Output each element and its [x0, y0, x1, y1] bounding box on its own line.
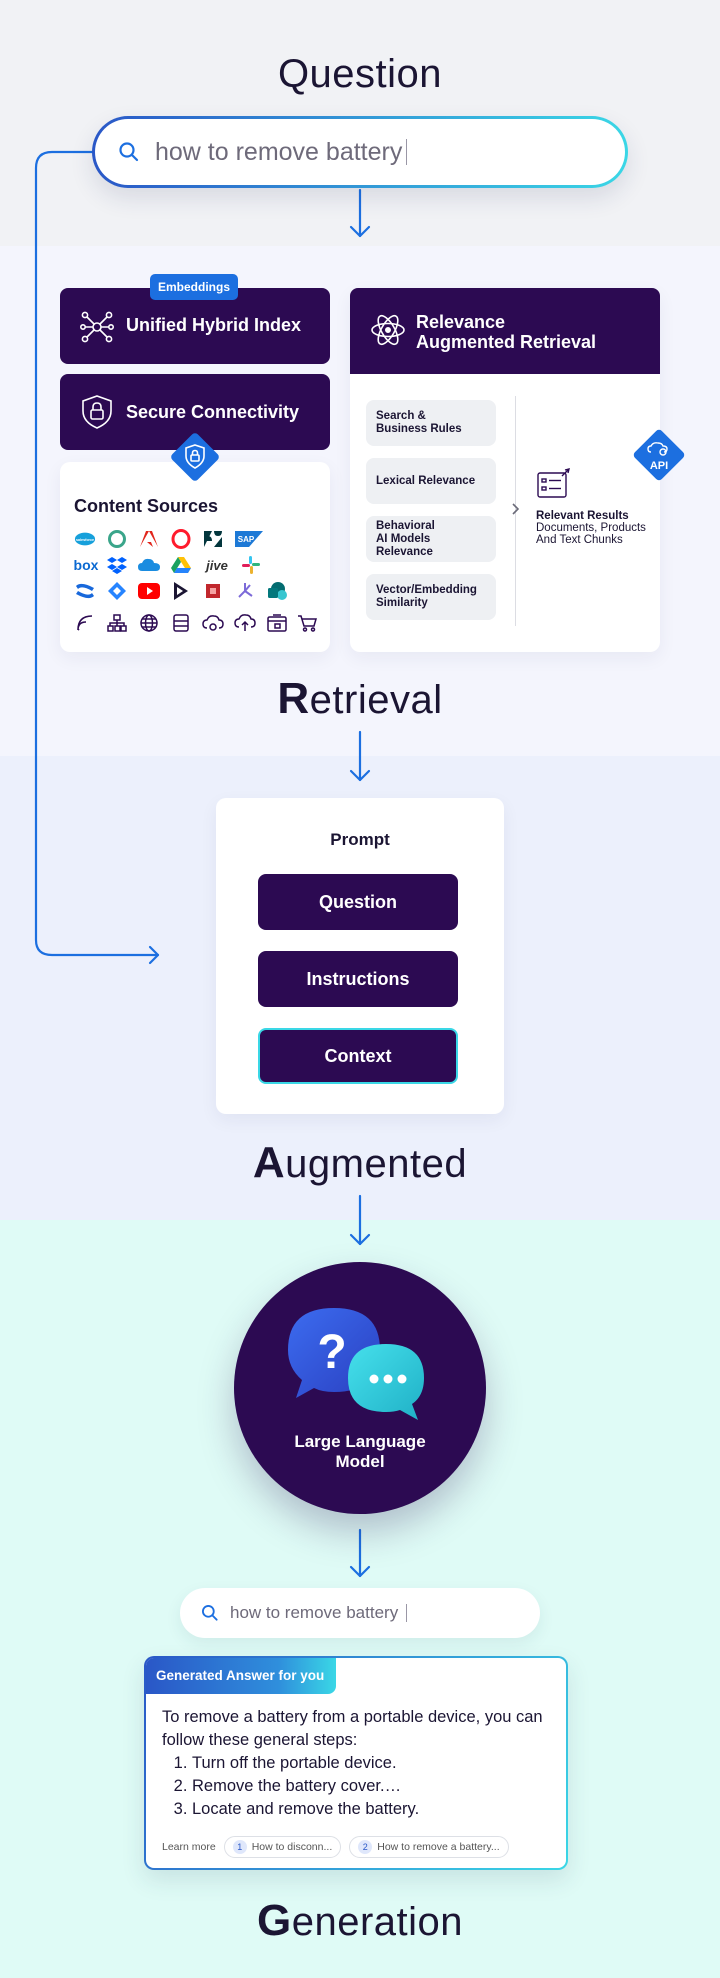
- embeddings-badge: Embeddings: [150, 274, 238, 300]
- secure-connectivity-title: Secure Connectivity: [126, 402, 300, 422]
- cloud-upload-icon: [234, 612, 256, 634]
- prompt-question: Question: [258, 874, 458, 930]
- shield-lock-icon: [82, 395, 112, 429]
- sap-icon: SAP: [234, 528, 264, 550]
- question-heading: Question: [277, 52, 443, 96]
- text-cursor: [406, 1604, 408, 1622]
- rule-lexical: Lexical Relevance: [366, 458, 496, 504]
- prompt-title: Prompt: [330, 830, 390, 849]
- jive-icon: jive: [206, 557, 228, 573]
- llm-label: Large Language Model: [294, 1432, 426, 1471]
- sitemap-icon: [106, 612, 128, 634]
- sharepoint-icon: [266, 580, 288, 602]
- rule-search-business: Search &Business Rules: [366, 400, 496, 446]
- search-icon: [202, 1605, 218, 1621]
- web-icon: [138, 612, 160, 634]
- answer-text: To remove a battery from a portable devi…: [162, 1706, 554, 1821]
- augmented-heading: Augmented: [252, 1138, 468, 1187]
- learn-more-label: Learn more: [162, 1841, 216, 1853]
- search-query-text: how to remove battery: [155, 137, 403, 166]
- zendesk-icon: [202, 528, 224, 550]
- circle-logo-icon: [106, 528, 128, 550]
- atom-icon: [371, 314, 405, 346]
- google-drive-icon: [170, 554, 192, 576]
- box-icon: box: [73, 557, 99, 573]
- content-sources-card: Content Sources salesforce SAP box jive: [60, 462, 330, 652]
- api-diamond-badge: API: [626, 422, 692, 488]
- llm-circle: ? Large Language Model: [234, 1262, 486, 1514]
- chat-bubbles-icon: ?: [288, 1308, 424, 1420]
- svg-text:SAP: SAP: [238, 535, 255, 544]
- retrieval-heading: Retrieval: [277, 674, 443, 723]
- lock-diamond-badge: [166, 428, 224, 486]
- results-document-icon: [537, 468, 570, 498]
- prompt-card: Prompt Question Instructions Context: [216, 798, 504, 1114]
- slack-icon: [240, 554, 262, 576]
- svg-text:salesforce: salesforce: [76, 538, 94, 542]
- cloud-sync-icon: [202, 612, 224, 634]
- svg-text:?: ?: [317, 1326, 346, 1379]
- generation-heading: Generation: [256, 1896, 464, 1945]
- search-icon: [119, 142, 139, 162]
- prompt-context: Context: [258, 1028, 458, 1084]
- search-query-text: how to remove battery: [230, 1603, 399, 1622]
- chevron-right-icon: [512, 503, 520, 515]
- khoros-icon: [202, 580, 224, 602]
- onedrive-icon: [138, 554, 160, 576]
- dynamics-icon: [170, 580, 192, 602]
- youtube-icon: [138, 580, 160, 602]
- jira-icon: [106, 580, 128, 602]
- sitecore-icon: [234, 580, 256, 602]
- confluence-icon: [74, 580, 96, 602]
- answer-step: Turn off the portable device.: [192, 1752, 554, 1775]
- relevance-title: Relevance Augmented Retrieval: [416, 312, 597, 352]
- relevance-header: Relevance Augmented Retrieval: [350, 288, 660, 374]
- database-icon: [170, 612, 192, 634]
- salesforce-icon: salesforce: [74, 528, 96, 550]
- prompt-instructions: Instructions: [258, 951, 458, 1007]
- hybrid-index-title: Unified Hybrid Index: [126, 315, 302, 335]
- content-sources-title: Content Sources: [74, 496, 219, 516]
- network-nodes-icon: [80, 311, 114, 343]
- generated-answer-card: Generated Answer for you To remove a bat…: [144, 1656, 568, 1870]
- relevance-retrieval-card: Relevance Augmented Retrieval Search &Bu…: [350, 288, 660, 652]
- opera-icon: [170, 528, 192, 550]
- unified-hybrid-index-card: Unified Hybrid Index: [60, 288, 330, 364]
- api-label: API: [649, 460, 669, 472]
- adobe-icon: [138, 528, 160, 550]
- answer-step: Locate and remove the battery.: [192, 1798, 554, 1821]
- rss-icon: [74, 612, 96, 634]
- answer-search-input[interactable]: how to remove battery: [180, 1588, 540, 1638]
- catalog-icon: [266, 612, 288, 634]
- relevant-results: Relevant Results Documents, Products And…: [536, 510, 646, 546]
- dropbox-icon: [106, 554, 128, 576]
- generated-answer-tag: Generated Answer for you: [146, 1658, 336, 1694]
- text-cursor: [406, 139, 408, 165]
- cart-icon: [296, 612, 318, 634]
- question-search-input[interactable]: how to remove battery: [92, 116, 628, 188]
- answer-step: Remove the battery cover.…: [192, 1775, 554, 1798]
